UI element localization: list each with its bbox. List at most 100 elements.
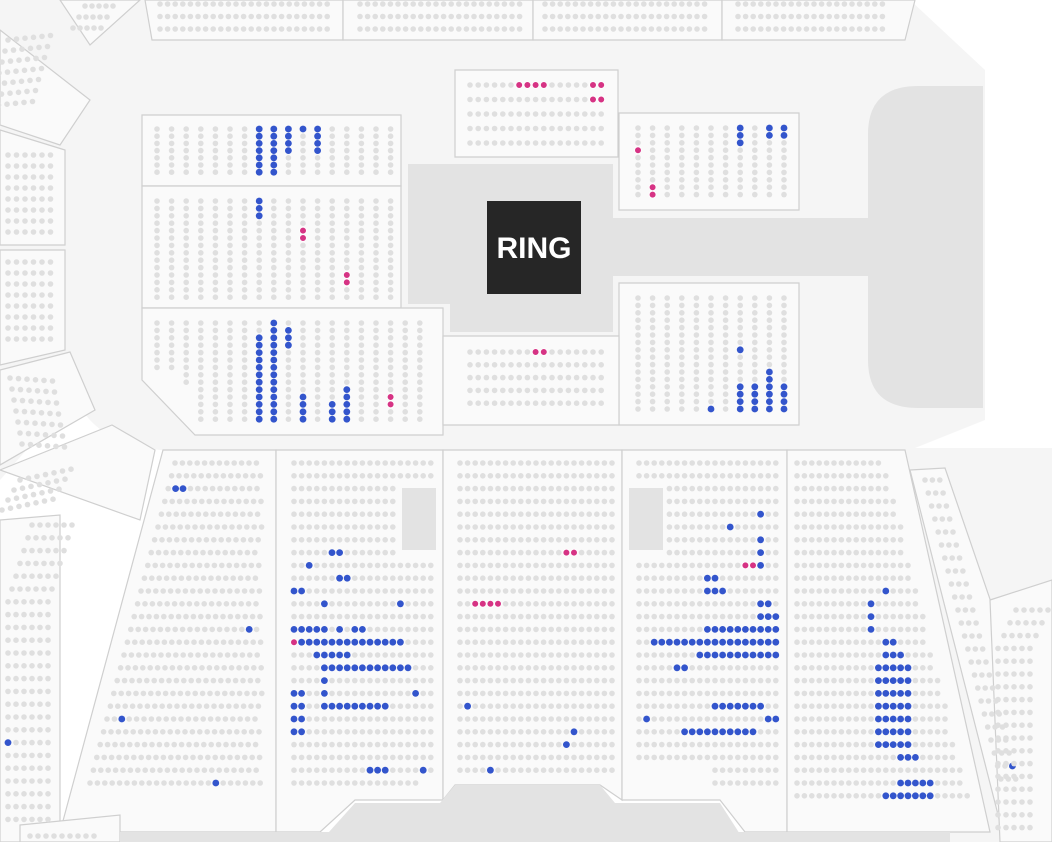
seat-available[interactable] (255, 140, 263, 147)
seat-available[interactable] (298, 626, 305, 633)
seat-available[interactable] (875, 715, 882, 723)
seat-available[interactable] (321, 638, 328, 646)
seat-available[interactable] (328, 638, 336, 646)
seat-available[interactable] (255, 401, 263, 408)
seat-available[interactable] (381, 638, 389, 646)
seat-resale[interactable] (562, 548, 571, 557)
seat-available[interactable] (681, 728, 688, 736)
seat-available[interactable] (882, 677, 890, 684)
seat-available[interactable] (766, 124, 773, 132)
seat-available[interactable] (904, 664, 912, 672)
seat-available[interactable] (381, 664, 389, 672)
seat-available[interactable] (882, 728, 890, 736)
upper-section-corner[interactable] (59, 0, 141, 46)
seat-available[interactable] (726, 728, 734, 736)
seat-available[interactable] (270, 408, 278, 416)
seat-available[interactable] (875, 664, 882, 672)
seat-available[interactable] (305, 562, 313, 569)
seat-available[interactable] (255, 212, 263, 220)
seat-available[interactable] (328, 415, 336, 423)
seat-available[interactable] (904, 702, 912, 710)
seat-available[interactable] (736, 398, 744, 405)
seat-available[interactable] (780, 398, 788, 405)
seat-available[interactable] (285, 147, 292, 155)
seat-available[interactable] (882, 792, 890, 800)
seat-available[interactable] (757, 510, 764, 518)
seat-available[interactable] (736, 346, 744, 354)
seat-available[interactable] (749, 728, 757, 736)
seat-available[interactable] (328, 664, 336, 672)
seat-available[interactable] (904, 715, 912, 723)
seat-available[interactable] (766, 390, 773, 398)
seat-available[interactable] (298, 638, 305, 646)
seat-available[interactable] (351, 626, 359, 633)
seat-available[interactable] (742, 702, 749, 710)
seat-resale[interactable] (597, 81, 605, 89)
seat-available[interactable] (298, 728, 305, 736)
seat-available[interactable] (711, 626, 719, 633)
seat-available[interactable] (255, 349, 263, 356)
seat-available[interactable] (270, 378, 278, 386)
seat-available[interactable] (255, 364, 263, 371)
seat-available[interactable] (299, 415, 307, 423)
seat-available[interactable] (290, 702, 298, 710)
seat-available[interactable] (270, 147, 278, 155)
seat-available[interactable] (734, 728, 742, 736)
seat-resale[interactable] (634, 146, 642, 155)
seat-available[interactable] (290, 690, 298, 697)
seat-available[interactable] (780, 383, 788, 391)
seat-available[interactable] (285, 334, 292, 342)
seat-available[interactable] (255, 341, 263, 349)
seat-available[interactable] (359, 664, 366, 672)
seat-resale[interactable] (589, 95, 597, 104)
seat-available[interactable] (889, 792, 897, 800)
seat-available[interactable] (719, 651, 726, 659)
seat-available[interactable] (270, 364, 278, 371)
seat-available[interactable] (734, 651, 742, 659)
seat-available[interactable] (772, 626, 780, 633)
seat-available[interactable] (343, 415, 351, 423)
seat-available[interactable] (343, 386, 351, 393)
seat-available[interactable] (270, 356, 278, 364)
seat-available[interactable] (255, 415, 263, 423)
seat-available[interactable] (172, 485, 180, 492)
seat-available[interactable] (255, 371, 263, 379)
seat-resale[interactable] (342, 271, 351, 279)
seat-available[interactable] (487, 766, 494, 774)
seat-available[interactable] (766, 376, 773, 383)
seat-available[interactable] (412, 690, 419, 697)
seat-available[interactable] (742, 626, 749, 633)
seat-available[interactable] (719, 587, 726, 595)
seat-available[interactable] (704, 626, 711, 633)
seat-available[interactable] (882, 715, 890, 723)
seat-available[interactable] (314, 140, 321, 147)
seat-available[interactable] (343, 638, 351, 646)
seat-available[interactable] (658, 638, 666, 646)
seat-available[interactable] (650, 638, 658, 646)
seat-available[interactable] (313, 651, 321, 659)
seat-available[interactable] (321, 626, 328, 633)
seat-available[interactable] (897, 715, 904, 723)
seat-available[interactable] (867, 613, 875, 620)
seat-available[interactable] (643, 715, 650, 723)
seat-available[interactable] (764, 651, 772, 659)
seat-resale[interactable] (531, 348, 540, 356)
seat-available[interactable] (719, 702, 726, 710)
seat-available[interactable] (270, 161, 278, 169)
seat-available[interactable] (673, 638, 681, 646)
seat-available[interactable] (742, 638, 749, 646)
seat-available[interactable] (366, 766, 374, 774)
seat-available[interactable] (305, 638, 313, 646)
seat-available[interactable] (749, 626, 757, 633)
seat-available[interactable] (764, 613, 772, 620)
seat-available[interactable] (875, 690, 882, 697)
seat-available[interactable] (570, 728, 578, 736)
seat-available[interactable] (336, 626, 343, 633)
seat-available[interactable] (343, 408, 351, 416)
seat-available[interactable] (772, 651, 780, 659)
seat-available[interactable] (397, 638, 404, 646)
seat-available[interactable] (313, 638, 321, 646)
seat-available[interactable] (749, 638, 757, 646)
seat-available[interactable] (711, 702, 719, 710)
seat-available[interactable] (351, 638, 359, 646)
